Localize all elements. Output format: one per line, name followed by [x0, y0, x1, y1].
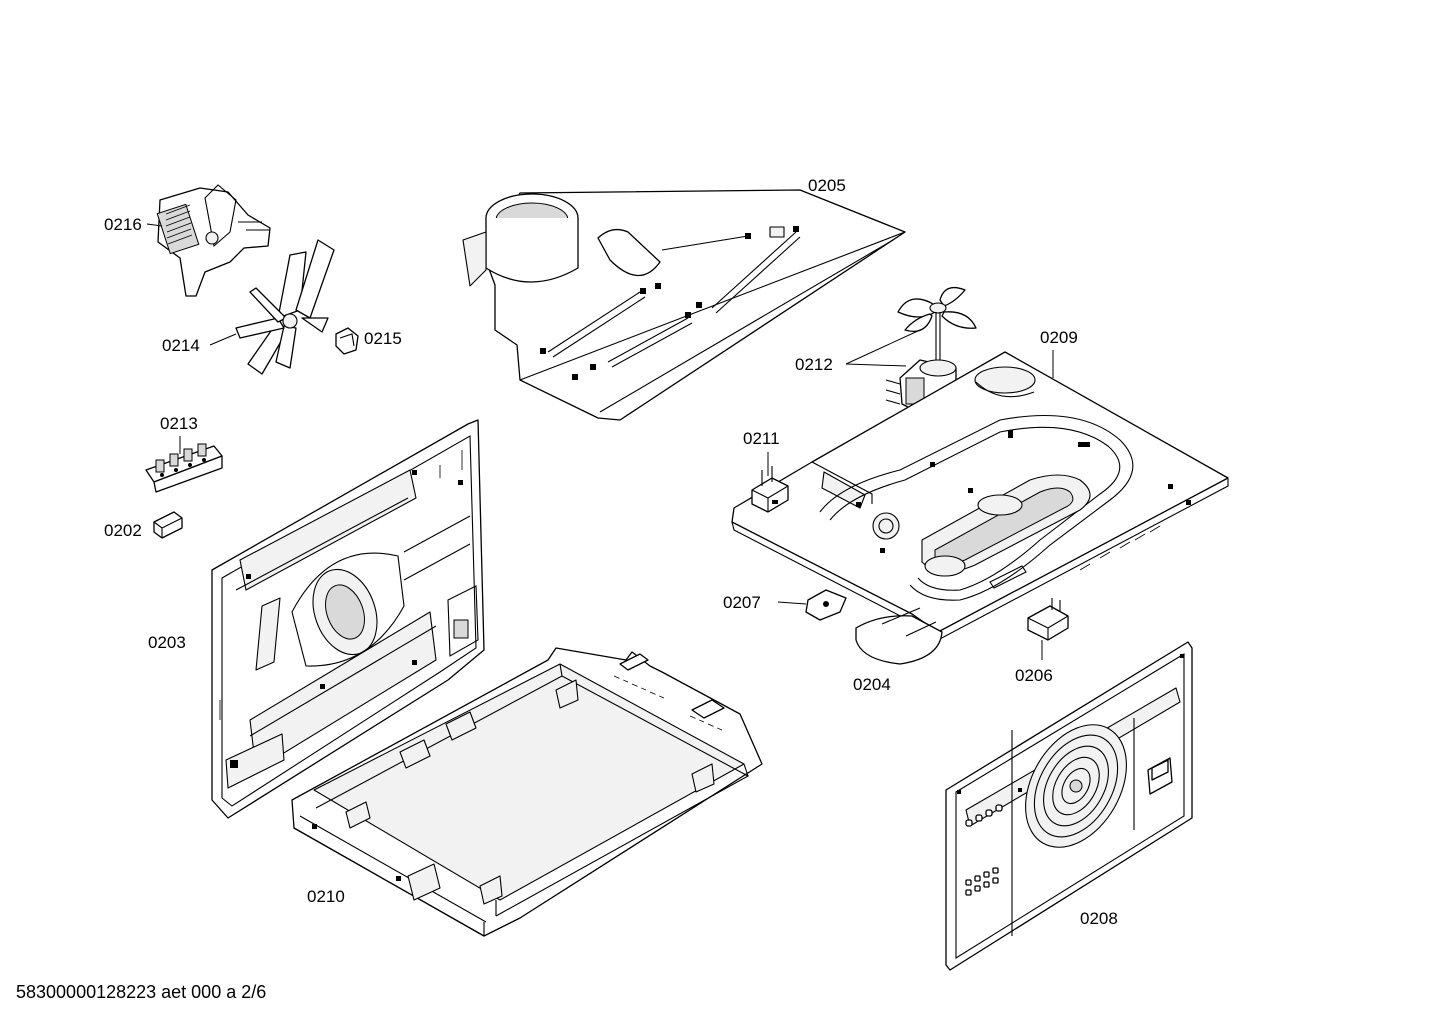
label-0215: 0215: [364, 329, 402, 348]
label-0211: 0202: [104, 521, 142, 540]
base-plate-part: [731, 351, 1229, 641]
vent-holes: [965, 804, 1003, 896]
label-0210: 0210: [307, 887, 345, 906]
label-0203: 0206: [1015, 666, 1053, 685]
nut-part: [335, 327, 359, 355]
label-0208: 0208: [1080, 909, 1118, 928]
label-0216: 0216: [104, 215, 142, 234]
label-0204: 0207: [723, 593, 761, 612]
label-0207: 0203: [148, 633, 186, 652]
thermostat-0203-part: [1027, 598, 1069, 641]
duct-cover-part: [462, 189, 906, 421]
label-0209: 0209: [1040, 328, 1078, 347]
document-code: 58300000128223 aet 000 a 2/6: [16, 982, 266, 1002]
bottom-tray-part: [291, 647, 763, 937]
back-wall-panel-part: [945, 641, 1193, 971]
convection-fan-motor-part: [156, 184, 271, 297]
label-0206: 0204: [853, 675, 891, 694]
label-0212: 0212: [795, 355, 833, 374]
bracket-clip-part: [805, 589, 847, 621]
label-0214: 0214: [162, 336, 200, 355]
label-0213: 0213: [160, 414, 198, 433]
label-0202: 0211: [743, 429, 780, 448]
connector-block-part: [153, 511, 183, 539]
terminal-block-part: [145, 443, 223, 493]
heater-cover-part: [855, 607, 943, 665]
thermostat-0202-part: [751, 466, 789, 513]
fan-wheel-part: [235, 239, 335, 375]
rear-panel-part: [211, 419, 485, 819]
label-0205: 0205: [808, 176, 846, 195]
